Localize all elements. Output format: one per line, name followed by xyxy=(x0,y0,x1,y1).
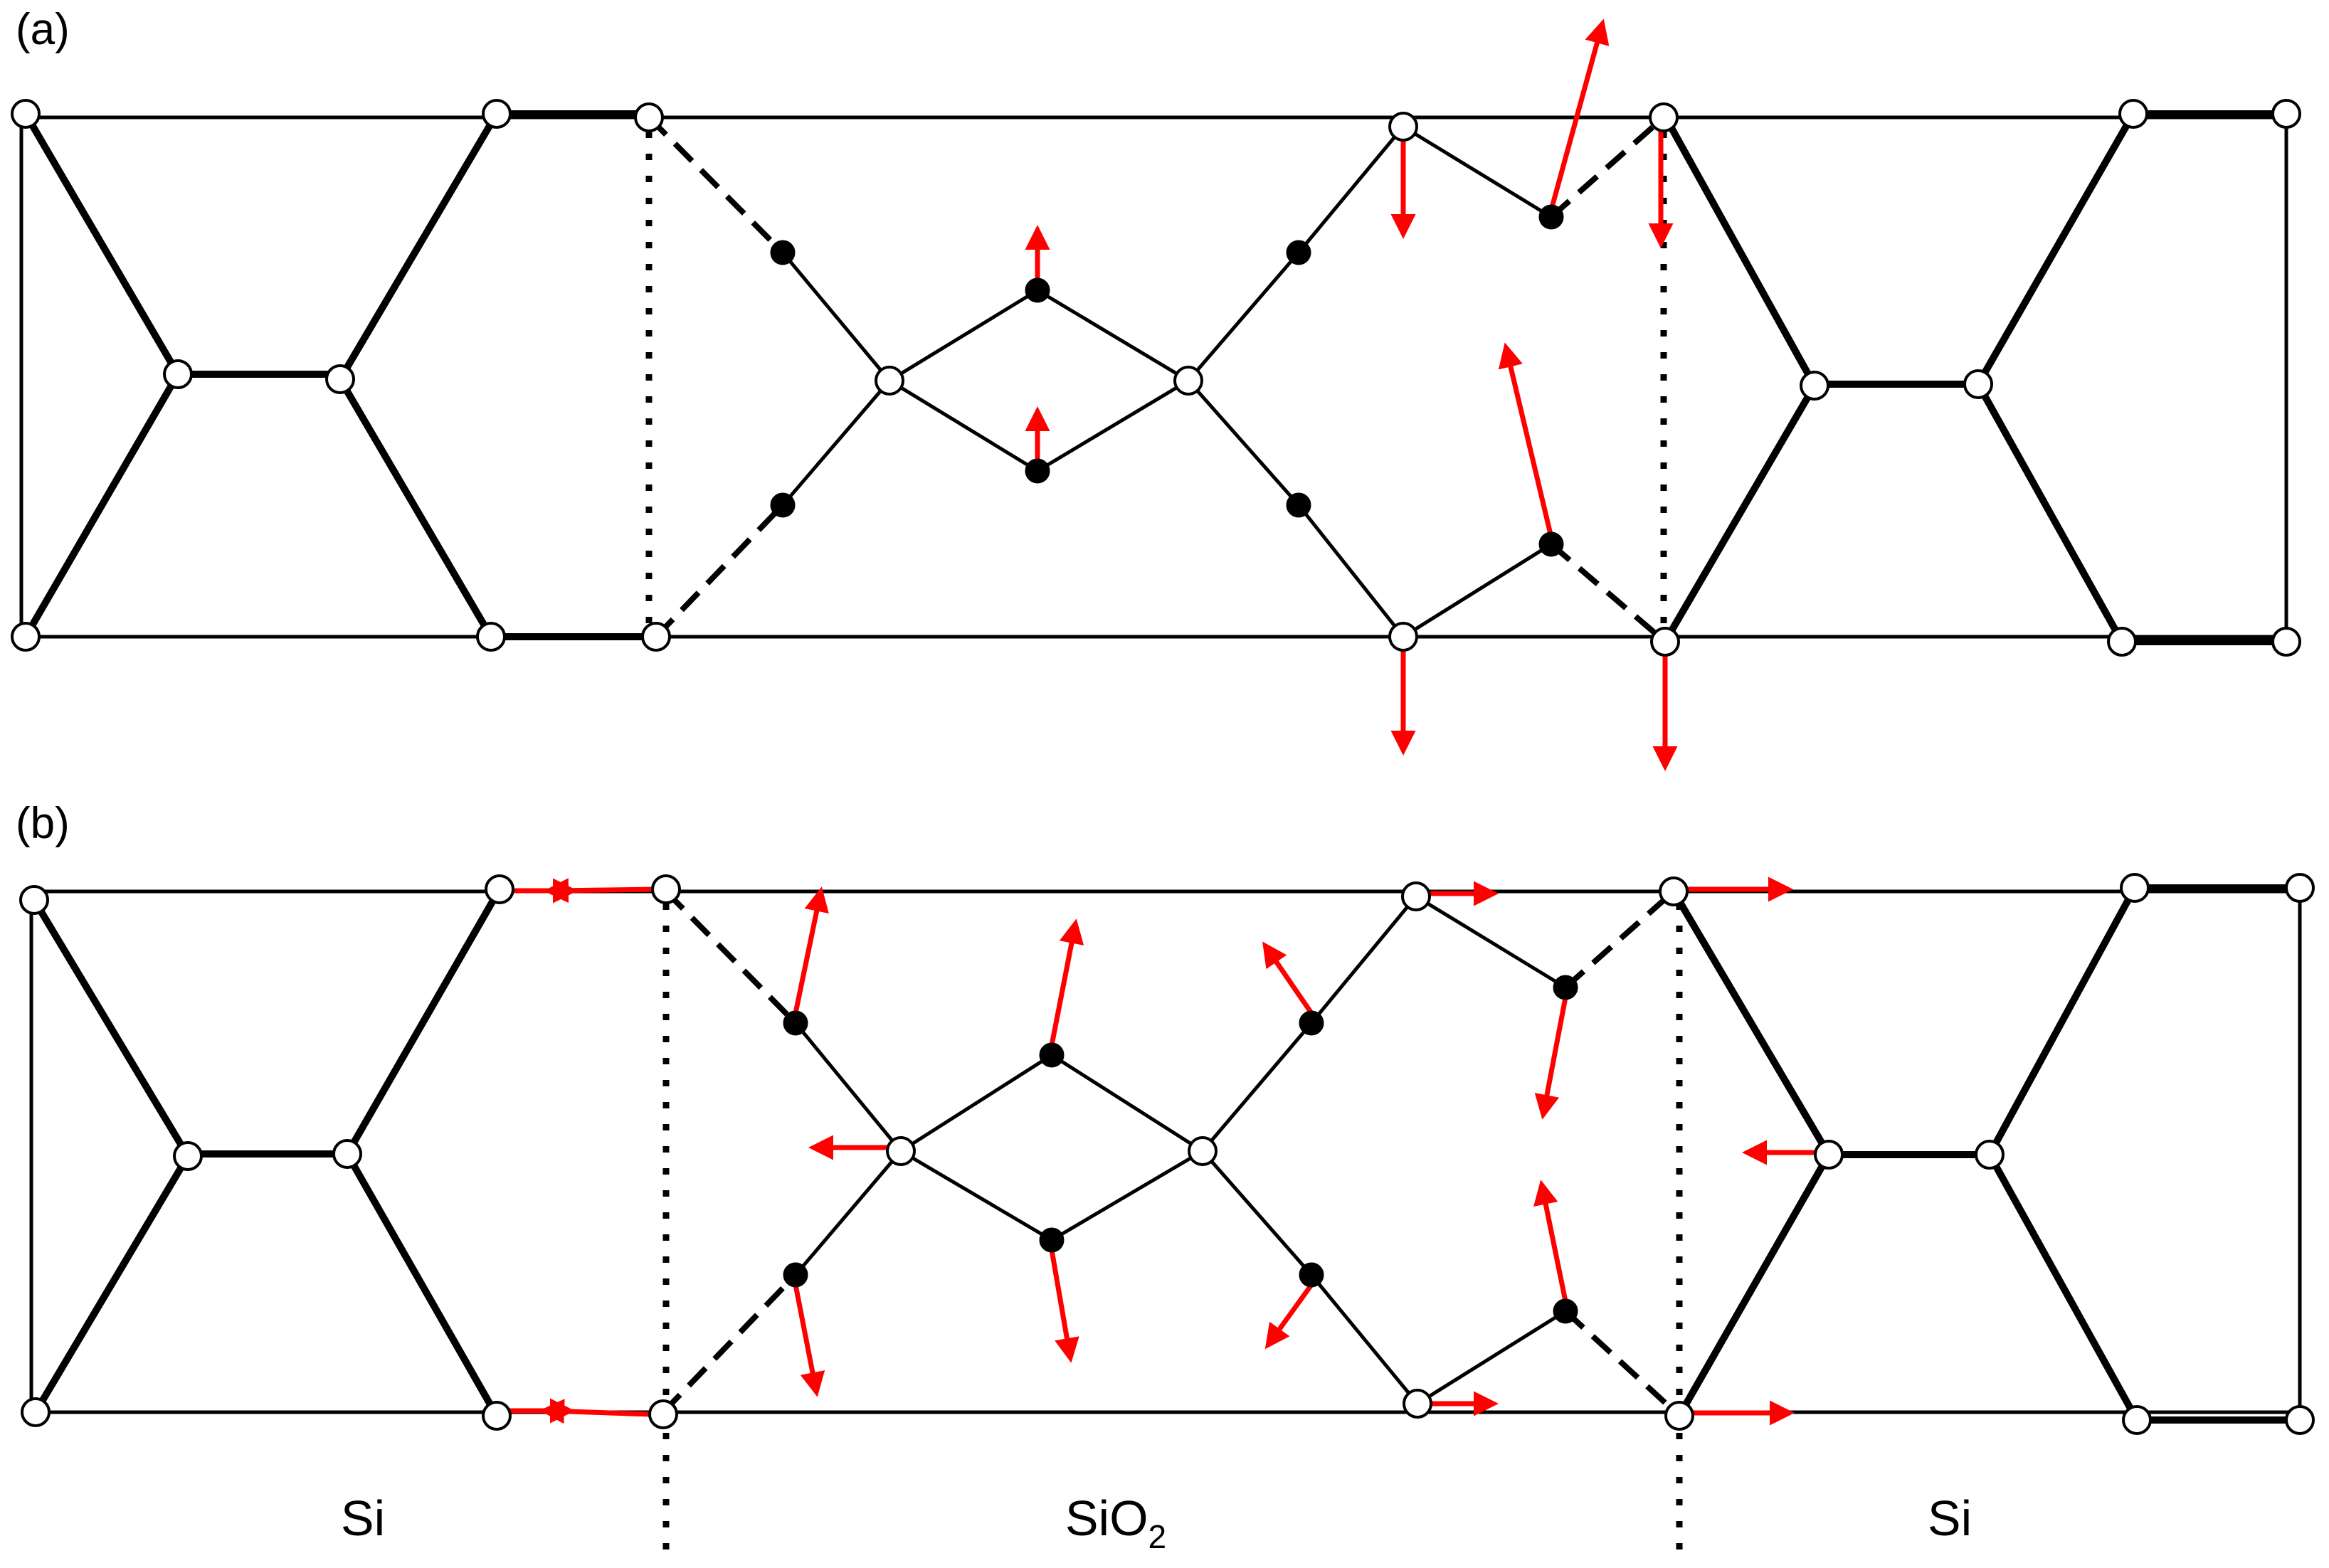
oxygen-atom xyxy=(1286,240,1311,265)
silicon-atom xyxy=(875,366,904,396)
silicon-atom xyxy=(19,885,49,915)
silicon-atom xyxy=(2107,627,2137,657)
silicon-atom xyxy=(1664,1401,1694,1431)
panel-a-si-bonds xyxy=(22,110,2290,645)
silicon-atom xyxy=(1403,1389,1432,1419)
oxygen-atom xyxy=(1039,1042,1065,1068)
oxygen-atom xyxy=(1538,531,1564,557)
silicon-atom xyxy=(1173,366,1203,396)
silicon-atom xyxy=(1659,876,1689,906)
oxygen-atom xyxy=(1286,492,1311,518)
silicon-atom xyxy=(2271,99,2301,129)
displacement-arrow xyxy=(539,1399,653,1424)
silicon-atom xyxy=(2120,873,2150,903)
silicon-atom xyxy=(1388,112,1418,142)
panel-b-arrows xyxy=(508,876,1817,1426)
region-label-sio2-base: SiO xyxy=(1065,1490,1148,1546)
oxygen-atom xyxy=(770,492,796,518)
displacement-arrow xyxy=(1264,1283,1314,1350)
silicon-atom xyxy=(1800,371,1829,401)
silicon-atom xyxy=(641,622,671,652)
silicon-atom xyxy=(21,1397,51,1427)
panel-b-oxide-bonds xyxy=(661,889,1681,1418)
displacement-arrow xyxy=(793,1284,825,1397)
displacement-arrow xyxy=(1498,342,1554,538)
oxygen-atom xyxy=(1025,277,1050,303)
silicon-atom xyxy=(1649,102,1679,132)
displacement-arrow xyxy=(1049,1249,1079,1363)
displacement-arrow xyxy=(1533,1180,1568,1302)
silicon-atom xyxy=(1388,622,1418,652)
silicon-atom xyxy=(886,1136,916,1166)
oxygen-atom xyxy=(1538,204,1564,230)
panel-a-frame xyxy=(19,115,2291,639)
oxygen-atom xyxy=(770,240,796,265)
silicon-atom xyxy=(2285,1405,2315,1435)
displacement-arrow xyxy=(793,886,829,1014)
silicon-atom xyxy=(1975,1140,2005,1170)
silicon-atom xyxy=(482,99,512,129)
panel-a-arrows xyxy=(1025,18,1678,771)
panel-b-label: (b) xyxy=(16,799,70,848)
silicon-atom xyxy=(634,102,664,132)
panel-a-oxide-bonds xyxy=(647,115,1667,645)
silicon-atom xyxy=(482,1401,512,1431)
oxygen-atom xyxy=(1299,1010,1324,1036)
region-label-si-right: Si xyxy=(1928,1490,1972,1546)
region-label-sio2: SiO2 xyxy=(1065,1490,1166,1555)
oxygen-atom xyxy=(783,1010,808,1036)
silicon-atom xyxy=(2271,627,2301,657)
silicon-atom xyxy=(1963,369,1993,399)
silicon-atom xyxy=(485,874,514,904)
panel-b-interfaces xyxy=(662,904,1683,1558)
silicon-atom xyxy=(173,1141,203,1171)
oxygen-atom xyxy=(783,1262,808,1288)
silicon-atom xyxy=(1814,1140,1844,1170)
panel-a-atoms xyxy=(11,99,2301,657)
oxygen-atom xyxy=(1025,458,1050,484)
panel-a xyxy=(11,18,2301,771)
silicon-atom xyxy=(651,874,681,904)
silicon-atom xyxy=(1188,1136,1218,1166)
silicon-atom xyxy=(476,622,506,652)
displacement-arrow xyxy=(1534,997,1568,1120)
silicon-atom xyxy=(1401,881,1431,911)
panel-b-si-bonds xyxy=(31,884,2303,1424)
silicon-atom xyxy=(2285,873,2315,903)
panel-a-interfaces xyxy=(645,132,1667,626)
silicon-atom xyxy=(648,1399,678,1429)
silicon-atom xyxy=(2122,1405,2152,1435)
oxygen-atom xyxy=(1039,1227,1065,1253)
displacement-arrow xyxy=(1049,918,1084,1046)
silicon-atom xyxy=(163,359,193,389)
panel-b xyxy=(19,873,2315,1558)
oxygen-atom xyxy=(1553,1298,1578,1324)
displacement-arrow xyxy=(1548,18,1610,211)
region-label-si-left: Si xyxy=(341,1490,385,1546)
region-label-sio2-subscript: 2 xyxy=(1148,1518,1167,1555)
oxygen-atom xyxy=(1553,975,1578,1000)
panel-a-label: (a) xyxy=(16,5,70,54)
silicon-atom xyxy=(325,364,355,394)
silicon-atom xyxy=(11,99,41,129)
panel-b-atoms xyxy=(19,873,2315,1435)
silicon-atom xyxy=(11,622,41,652)
oxygen-atom xyxy=(1299,1262,1324,1288)
displacement-arrow xyxy=(544,878,657,904)
silicon-atom xyxy=(1650,627,1680,657)
panel-b-frame xyxy=(29,889,2302,1420)
silicon-atom xyxy=(332,1139,362,1169)
silicon-atom xyxy=(2118,99,2148,129)
displacement-arrow xyxy=(1262,941,1314,1015)
